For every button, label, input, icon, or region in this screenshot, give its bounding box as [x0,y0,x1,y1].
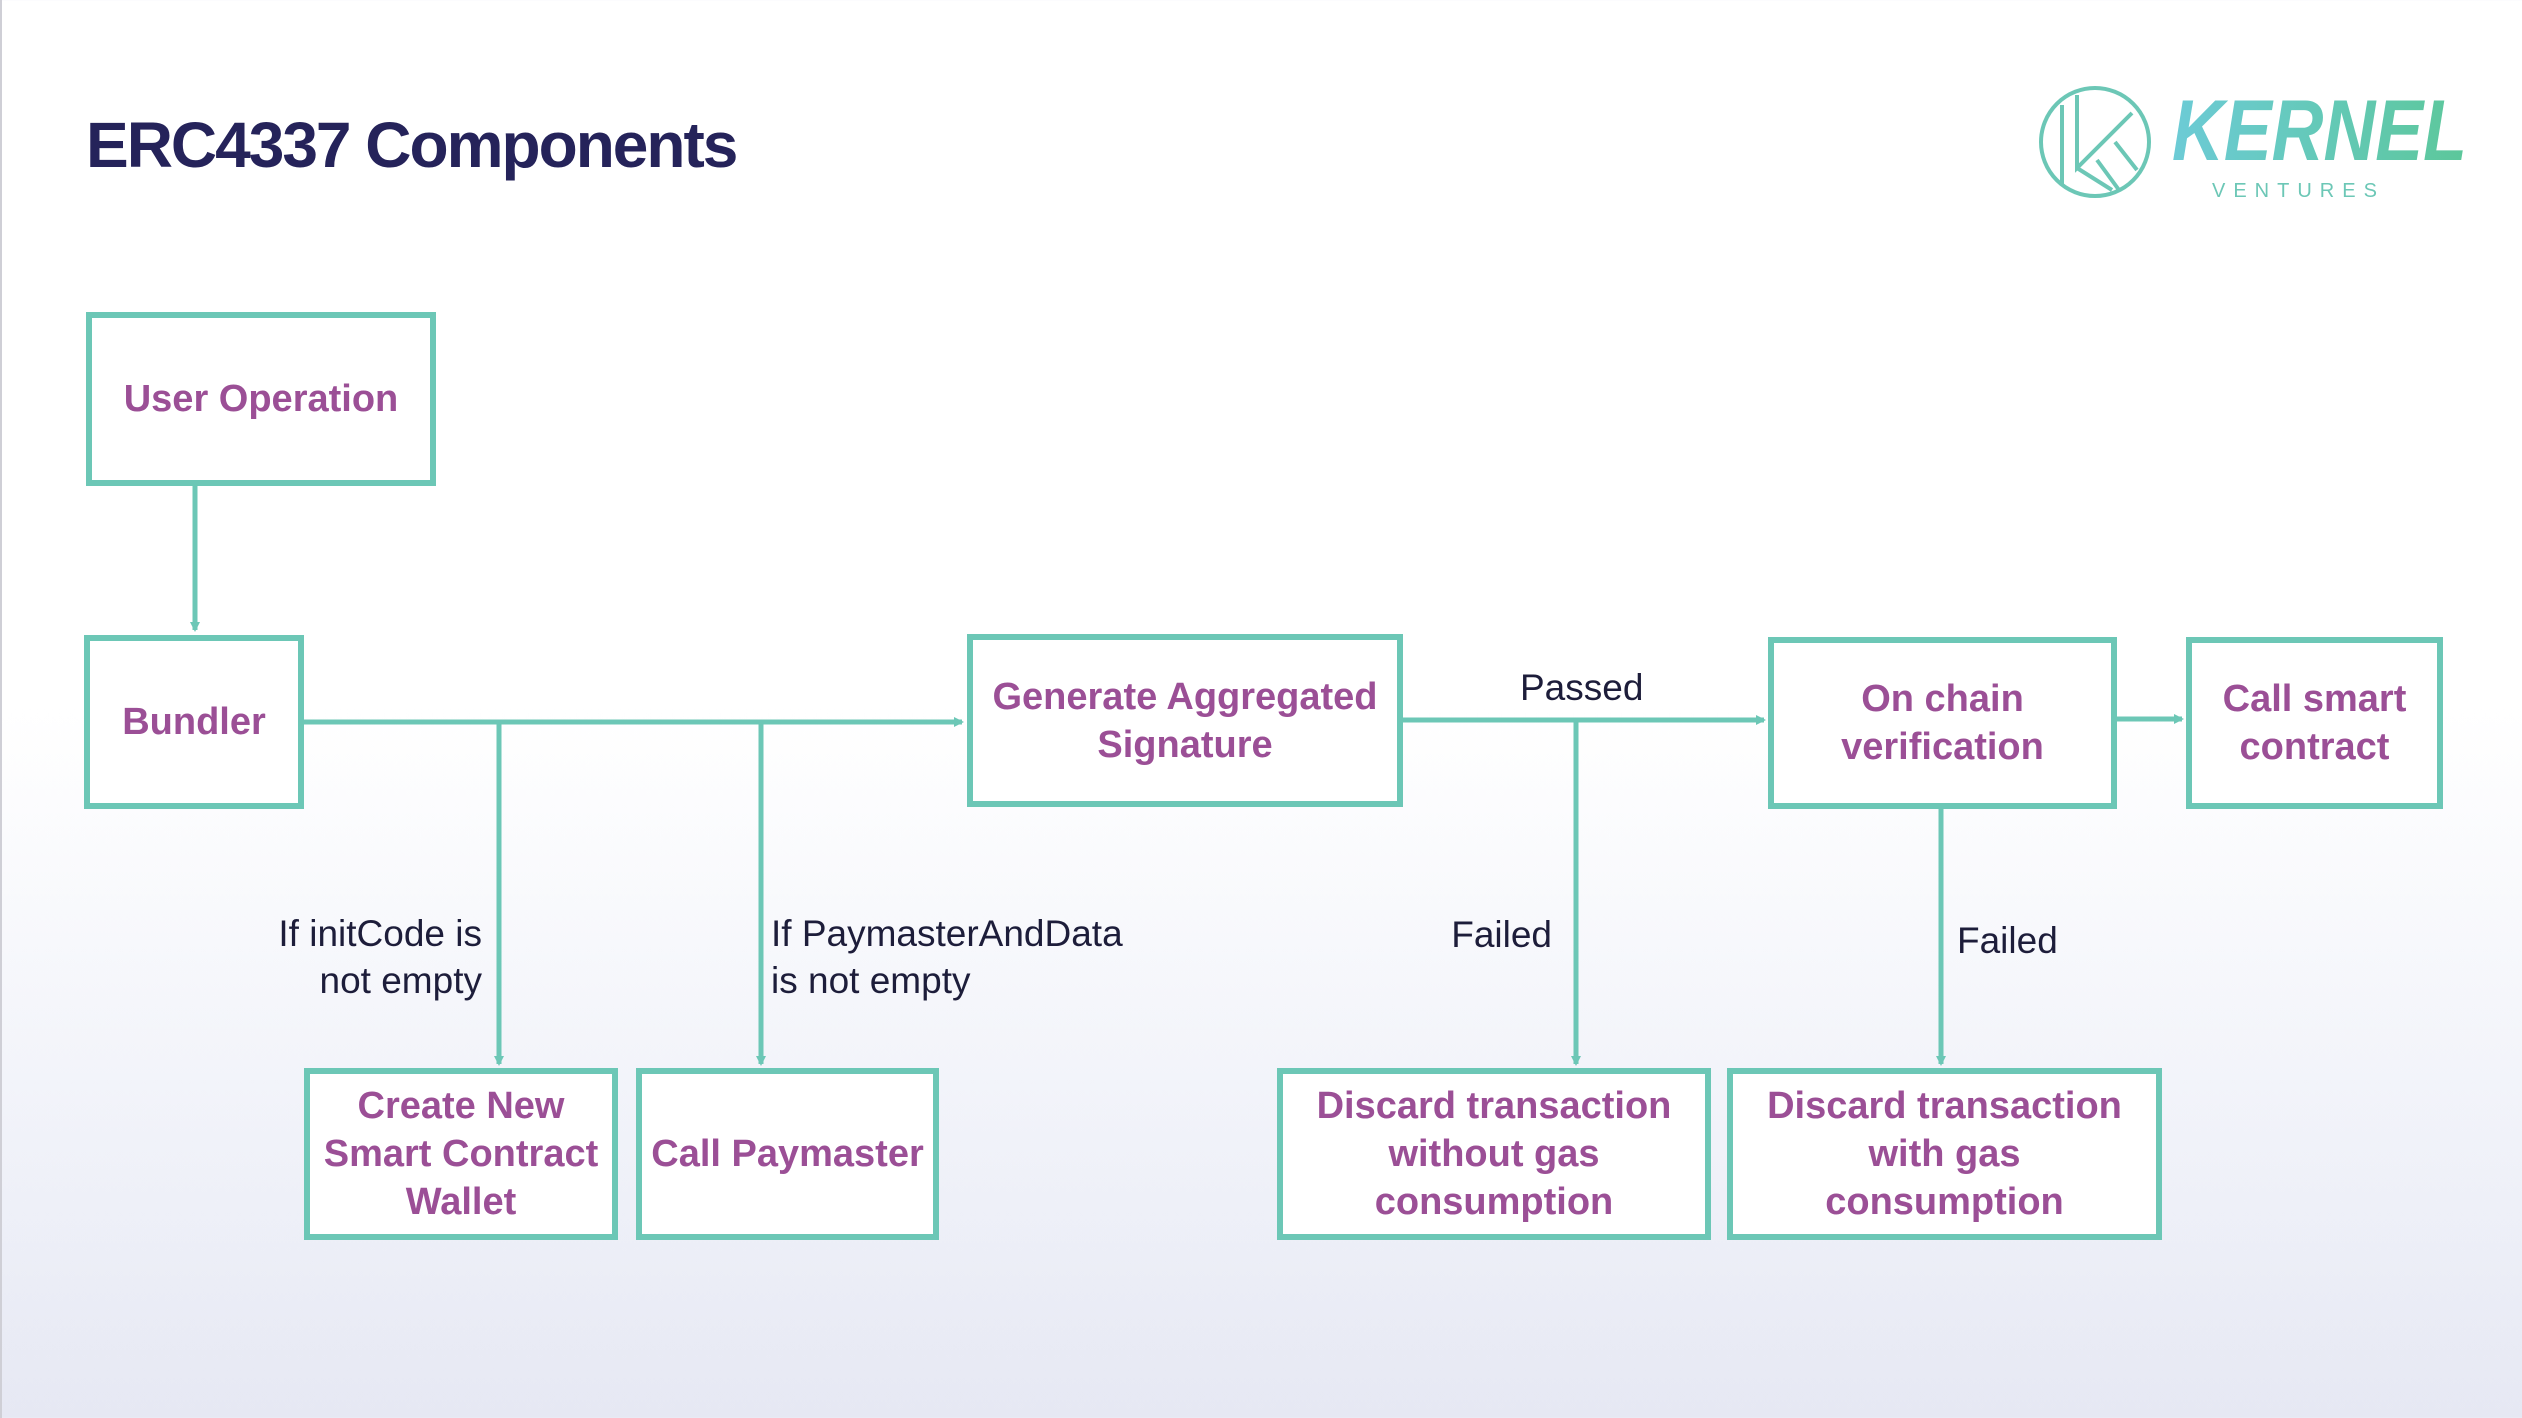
svg-text:VENTURES: VENTURES [2212,180,2385,202]
node-generate-signature: Generate Aggregated Signature [967,634,1403,807]
node-bundler: Bundler [84,635,304,809]
node-user-operation: User Operation [86,312,436,486]
svg-text:KERNEL: KERNEL [2172,83,2467,179]
label-passed: Passed [1520,667,1644,708]
node-discard-no-gas: Discard transaction without gas consumpt… [1277,1068,1711,1240]
page-title: ERC4337 Components [86,109,738,181]
label-paymaster-1: If PaymasterAndData [771,913,1123,954]
node-call-smart-contract: Call smart contract [2186,637,2443,809]
label-failed-2: Failed [1957,920,2058,961]
node-on-chain-verification: On chain verification [1768,637,2117,809]
kernel-ventures-logo: KERNEL VENTURES [2037,80,2477,210]
label-init-code-1: If initCode is [278,913,482,954]
label-paymaster-2: is not empty [771,960,971,1001]
node-create-wallet: Create New Smart Contract Wallet [304,1068,618,1240]
node-call-paymaster: Call Paymaster [636,1068,939,1240]
label-failed-1: Failed [1451,914,1552,955]
label-init-code-2: not empty [319,960,482,1001]
node-discard-gas: Discard transaction with gas consumption [1727,1068,2162,1240]
